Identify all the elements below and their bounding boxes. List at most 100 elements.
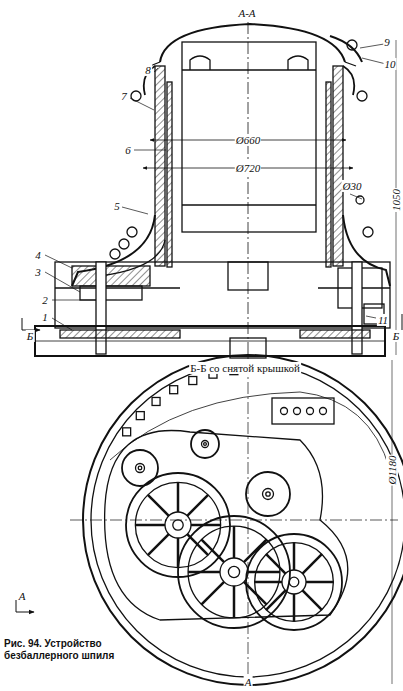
callout-number: 4 xyxy=(34,249,42,261)
drawing-stroke xyxy=(202,540,225,563)
drawing-stroke xyxy=(294,408,301,415)
drawing-stroke xyxy=(178,516,290,628)
drawing-stroke xyxy=(177,482,180,512)
drum-wall-7 xyxy=(155,66,165,266)
drawing-stroke xyxy=(152,397,160,405)
drawing-stroke xyxy=(306,581,333,584)
drawing-stroke xyxy=(148,495,169,516)
figure-caption: Рис. 94. Устройство безбаллерного шпиля xyxy=(4,638,116,661)
callout-number: 8 xyxy=(144,64,152,76)
drawing-stroke xyxy=(110,249,120,259)
drawing-stroke xyxy=(35,341,385,342)
drawing-stroke xyxy=(220,558,248,586)
cap-bolt-9 xyxy=(347,40,357,50)
drawing-stroke xyxy=(266,492,270,496)
section-letter: Б xyxy=(392,330,401,342)
drawing-stroke xyxy=(122,450,158,486)
callout-number: Ø660 xyxy=(235,134,261,146)
drawing-stroke xyxy=(202,441,209,448)
drawing-stroke xyxy=(246,534,342,630)
drawing-stroke xyxy=(244,540,267,563)
drawing-stroke xyxy=(188,526,280,618)
rope xyxy=(357,91,367,101)
drawing-stroke xyxy=(138,466,142,470)
callout-number: Ø720 xyxy=(235,162,261,174)
callout-number: 7 xyxy=(120,90,128,102)
drawing-stroke xyxy=(233,526,236,558)
drawing-stroke xyxy=(255,543,334,622)
leader-lines xyxy=(45,44,386,330)
drawing-stroke xyxy=(302,554,321,573)
drawing-stroke xyxy=(228,566,239,577)
callout-number: 11 xyxy=(377,314,389,326)
section-view xyxy=(22,22,402,362)
drawing-stroke xyxy=(170,386,178,394)
drawing-stroke xyxy=(293,543,296,570)
flare-5 xyxy=(72,215,390,286)
cap-10 xyxy=(330,36,362,62)
gear-cavity xyxy=(105,431,348,620)
shaft-2 xyxy=(96,262,106,354)
drawing-stroke xyxy=(307,408,314,415)
drawing-stroke xyxy=(282,570,306,594)
drawing-stroke xyxy=(148,534,169,555)
liner-6 xyxy=(326,82,331,267)
callout-number: 1050 xyxy=(390,188,402,212)
drawing-stroke xyxy=(248,571,280,574)
section-mark-b xyxy=(22,318,40,330)
gear-train xyxy=(122,367,342,630)
section-letter: Б xyxy=(26,330,35,342)
callout-number: 9 xyxy=(383,36,391,48)
drawing-stroke xyxy=(70,520,398,521)
drawing-stroke xyxy=(189,377,197,385)
drawing-stroke xyxy=(233,586,236,618)
drawing-stroke xyxy=(119,239,129,249)
gear-4 xyxy=(72,266,150,286)
callout-number: 10 xyxy=(384,58,397,70)
drawing-stroke xyxy=(127,227,137,237)
drawing-stroke xyxy=(255,581,282,584)
section-letter: А-А xyxy=(237,7,256,19)
drawing-stroke xyxy=(248,362,249,688)
motor-body xyxy=(182,42,316,232)
terminal-block xyxy=(272,398,334,424)
drawing-stroke xyxy=(263,489,274,500)
gear-3 xyxy=(80,286,142,300)
liner-6 xyxy=(167,82,172,267)
drawing-stroke xyxy=(188,571,220,574)
drawing-stroke xyxy=(191,430,219,458)
drawing-stroke xyxy=(182,69,316,70)
callout-number: 5 xyxy=(113,200,121,212)
drawing-stroke xyxy=(302,590,321,609)
section-letter: А xyxy=(244,676,253,688)
drawing-stroke xyxy=(182,204,316,205)
drawing-stroke xyxy=(136,412,144,420)
center-line xyxy=(248,22,249,362)
drawing-stroke xyxy=(320,408,327,415)
drawing-stroke xyxy=(202,582,225,605)
drawing-stroke xyxy=(289,577,299,587)
drawing-stroke xyxy=(402,314,403,330)
drawing-stroke xyxy=(266,554,285,573)
drawing-stroke xyxy=(173,520,183,530)
view-title: Б-Б со снятой крышкой xyxy=(189,362,301,374)
hub xyxy=(228,262,268,290)
callout-number: 2 xyxy=(41,294,49,306)
drawing-stroke xyxy=(266,590,285,609)
drawing-stroke xyxy=(126,473,230,577)
drawing-stroke xyxy=(204,443,207,446)
drawing-stroke xyxy=(293,594,296,621)
drum-lip-8 xyxy=(144,66,355,95)
drawing-stroke xyxy=(363,227,373,237)
callout-number: Ø30 xyxy=(342,180,363,192)
shaft xyxy=(352,262,362,354)
drawing-stroke xyxy=(246,472,290,516)
drawing-stroke xyxy=(60,330,180,338)
drawing-stroke xyxy=(281,408,288,415)
drawing-stroke xyxy=(150,62,356,66)
drawing-stroke xyxy=(110,392,390,470)
drawing-stroke xyxy=(187,495,208,516)
drawing-stroke xyxy=(135,482,220,567)
callout-number: Ø1180 xyxy=(386,454,398,485)
